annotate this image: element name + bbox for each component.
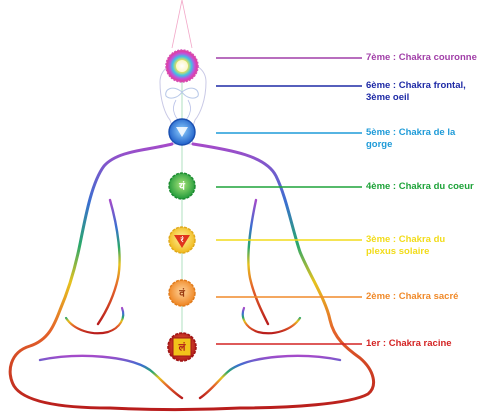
chakra-solar: रं bbox=[168, 226, 196, 254]
leader-lines bbox=[216, 57, 362, 345]
chakra-throat bbox=[168, 118, 196, 146]
label-heart: 4ème : Chakra du coeur bbox=[366, 181, 474, 193]
label-root-line-1: 1er : Chakra racine bbox=[366, 338, 452, 349]
label-root: 1er : Chakra racine bbox=[366, 338, 452, 350]
label-third-eye: 6ème : Chakra frontal, 3ème oeil bbox=[366, 80, 466, 104]
label-sacral: 2ème : Chakra sacré bbox=[366, 291, 458, 303]
sacral-seed-symbol: वं bbox=[178, 288, 185, 300]
label-crown: 7ème : Chakra couronne bbox=[366, 52, 477, 64]
label-solar: 3ème : Chakra du plexus solaire bbox=[366, 234, 445, 258]
label-crown-line-1: 7ème : Chakra couronne bbox=[366, 52, 477, 63]
chakra-crown bbox=[165, 49, 199, 83]
chakra-heart: यं bbox=[168, 172, 196, 200]
label-throat-line-2: gorge bbox=[366, 139, 393, 150]
third-eye-lotus bbox=[165, 87, 199, 99]
label-sacral-line-1: 2ème : Chakra sacré bbox=[366, 291, 459, 302]
body-silhouette bbox=[8, 62, 376, 411]
label-throat-line-1: 5ème : Chakra de la bbox=[366, 127, 456, 138]
chakra-root: लं bbox=[167, 332, 197, 362]
label-heart-line-1: 4ème : Chakra du coeur bbox=[366, 181, 474, 192]
chakra-sacral: वं bbox=[168, 279, 196, 307]
label-solar-line-1: 3ème : Chakra du bbox=[366, 234, 446, 245]
solar-seed-symbol: रं bbox=[180, 236, 185, 244]
label-solar-line-2: plexus solaire bbox=[366, 246, 430, 257]
label-third-eye-line-2: 3ème oeil bbox=[366, 92, 410, 103]
crown-rays bbox=[171, 0, 193, 49]
heart-seed-symbol: यं bbox=[178, 181, 186, 193]
label-throat: 5ème : Chakra de la gorge bbox=[366, 127, 455, 151]
label-third-eye-line-1: 6ème : Chakra frontal, bbox=[366, 80, 466, 91]
root-seed-symbol: लं bbox=[178, 342, 187, 354]
energy-channel bbox=[173, 66, 191, 350]
